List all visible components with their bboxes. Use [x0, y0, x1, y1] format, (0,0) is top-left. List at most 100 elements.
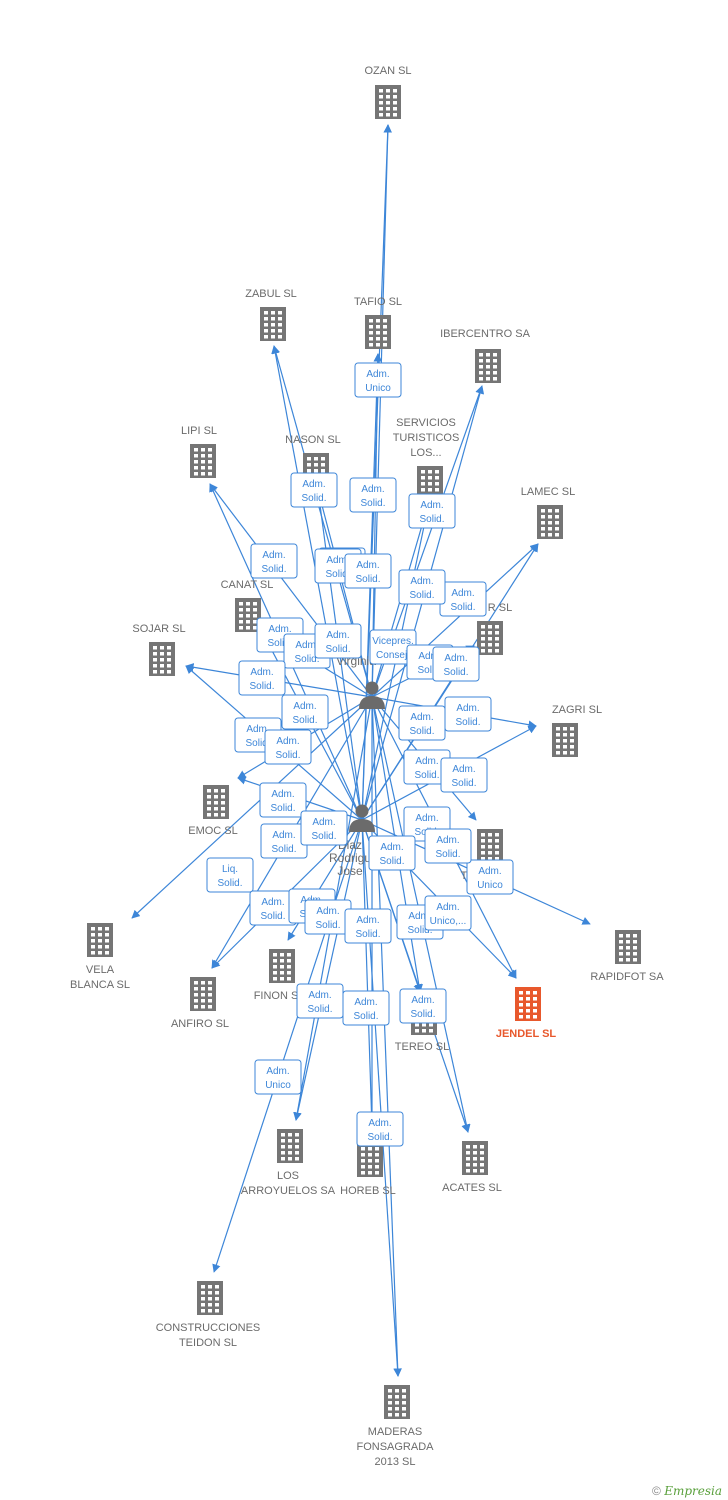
- company-node-tafio[interactable]: TAFIO SL: [354, 296, 402, 349]
- company-label[interactable]: CONSTRUCCIONES: [156, 1322, 261, 1334]
- building-icon[interactable]: [203, 785, 229, 819]
- company-label[interactable]: MADERAS: [368, 1426, 422, 1438]
- building-icon[interactable]: [515, 987, 541, 1021]
- building-icon[interactable]: [149, 642, 175, 676]
- role-badge[interactable]: Adm.Solid.: [259, 782, 307, 818]
- company-label[interactable]: R SL: [488, 602, 512, 614]
- building-icon[interactable]: [462, 1141, 488, 1175]
- building-icon[interactable]: [475, 349, 501, 383]
- company-label[interactable]: ARROYUELOS SA: [241, 1185, 336, 1197]
- company-node-t[interactable]: T: [461, 829, 503, 882]
- company-node-sojar[interactable]: SOJAR SL: [132, 623, 186, 676]
- company-node-lamec[interactable]: LAMEC SL: [521, 486, 575, 539]
- role-badge[interactable]: Adm.Solid.: [250, 543, 298, 579]
- company-node-acates[interactable]: ACATES SL: [442, 1141, 502, 1194]
- company-label[interactable]: VELA: [86, 964, 115, 976]
- building-icon[interactable]: [260, 307, 286, 341]
- building-icon[interactable]: [269, 949, 295, 983]
- company-node-zabul[interactable]: ZABUL SL: [245, 288, 297, 341]
- role-badge[interactable]: Adm.Solid.: [398, 705, 446, 741]
- role-badge[interactable]: Adm.Solid.: [296, 983, 344, 1019]
- company-label[interactable]: FINON S: [254, 990, 299, 1002]
- role-badge[interactable]: Adm.Solid.: [238, 660, 286, 696]
- role-badge[interactable]: Adm.Solid.: [264, 729, 312, 765]
- building-icon[interactable]: [615, 930, 641, 964]
- company-label[interactable]: EMOC SL: [188, 825, 238, 837]
- company-label[interactable]: ZABUL SL: [245, 288, 297, 300]
- company-node-emoc[interactable]: EMOC SL: [188, 785, 238, 837]
- role-badge[interactable]: Adm.Solid.: [290, 472, 338, 508]
- company-label[interactable]: ACATES SL: [442, 1182, 502, 1194]
- role-badge[interactable]: Adm.Solid.: [368, 835, 416, 871]
- company-label[interactable]: ANFIRO SL: [171, 1018, 229, 1030]
- role-badge[interactable]: Liq.Solid.: [206, 857, 254, 893]
- building-icon[interactable]: [365, 315, 391, 349]
- building-icon[interactable]: [477, 621, 503, 655]
- company-label[interactable]: TAFIO SL: [354, 296, 402, 308]
- role-badge[interactable]: Adm.Unico,...: [424, 895, 472, 931]
- company-label[interactable]: SERVICIOS: [396, 417, 456, 429]
- company-label[interactable]: HOREB SL: [340, 1185, 396, 1197]
- company-label[interactable]: TURISTICOS: [393, 432, 460, 444]
- company-node-rapidfot[interactable]: RAPIDFOT SA: [590, 930, 664, 983]
- company-node-rsl[interactable]: R SL: [477, 602, 512, 655]
- building-icon[interactable]: [375, 85, 401, 119]
- company-label[interactable]: ZAGRI SL: [552, 704, 602, 716]
- company-node-los[interactable]: LOS ARROYUELOS SA: [241, 1129, 336, 1197]
- building-icon[interactable]: [197, 1281, 223, 1315]
- role-badge[interactable]: Adm.Solid.: [349, 477, 397, 513]
- person-label[interactable]: Rodrigu: [329, 851, 371, 865]
- building-icon[interactable]: [190, 444, 216, 478]
- company-label[interactable]: BLANCA SL: [70, 979, 130, 991]
- company-label[interactable]: 2013 SL: [375, 1456, 416, 1468]
- company-label[interactable]: LOS...: [410, 447, 441, 459]
- company-label[interactable]: LIPI SL: [181, 425, 217, 437]
- company-label[interactable]: JENDEL SL: [496, 1028, 557, 1040]
- building-icon[interactable]: [357, 1143, 383, 1177]
- role-badge[interactable]: Adm.Solid.: [356, 1111, 404, 1147]
- company-node-ozan[interactable]: OZAN SL: [364, 65, 412, 119]
- role-badge[interactable]: Adm.Unico: [466, 859, 514, 895]
- company-label[interactable]: LAMEC SL: [521, 486, 575, 498]
- person-label[interactable]: Jose: [337, 864, 363, 878]
- company-label[interactable]: IBERCENTRO SA: [440, 328, 531, 340]
- company-label[interactable]: FONSAGRADA: [356, 1441, 434, 1453]
- building-icon[interactable]: [384, 1385, 410, 1419]
- role-badge[interactable]: Adm.Solid.: [260, 823, 308, 859]
- building-icon[interactable]: [552, 723, 578, 757]
- company-label[interactable]: T: [461, 870, 468, 882]
- company-node-maderas[interactable]: MADERAS FONSAGRADA 2013 SL: [356, 1385, 434, 1468]
- company-node-jendel[interactable]: JENDEL SL: [496, 987, 557, 1040]
- company-label[interactable]: SOJAR SL: [132, 623, 185, 635]
- company-node-servicios[interactable]: SERVICIOS TURISTICOS LOS...: [393, 417, 460, 500]
- role-badge[interactable]: Adm.Solid.: [344, 908, 392, 944]
- company-label[interactable]: LOS: [277, 1170, 299, 1182]
- role-badge[interactable]: Adm.Solid.: [440, 757, 488, 793]
- company-node-lipi[interactable]: LIPI SL: [181, 425, 217, 478]
- role-badge[interactable]: Adm.Solid.: [424, 828, 472, 864]
- building-icon[interactable]: [477, 829, 503, 863]
- company-node-vela[interactable]: VELA BLANCA SL: [70, 923, 130, 991]
- company-node-anfiro[interactable]: ANFIRO SL: [171, 977, 229, 1030]
- company-node-finon[interactable]: FINON S: [254, 949, 299, 1002]
- building-icon[interactable]: [277, 1129, 303, 1163]
- role-badge[interactable]: Adm.Solid.: [342, 990, 390, 1026]
- company-label[interactable]: TEREO SL: [395, 1041, 449, 1053]
- role-badge[interactable]: Adm.Solid.: [398, 569, 446, 605]
- role-badge[interactable]: Adm.Solid.: [444, 696, 492, 732]
- role-badge[interactable]: Adm.Solid.: [408, 493, 456, 529]
- role-badge[interactable]: Adm.Unico: [354, 362, 402, 398]
- building-icon[interactable]: [537, 505, 563, 539]
- company-label[interactable]: CANAT SL: [221, 579, 274, 591]
- role-badge[interactable]: Adm.Solid.: [300, 810, 348, 846]
- company-label[interactable]: RAPIDFOT SA: [590, 971, 664, 983]
- company-label[interactable]: OZAN SL: [364, 65, 411, 77]
- company-node-zagri[interactable]: ZAGRI SL: [552, 704, 602, 757]
- role-badge[interactable]: Adm.Solid.: [439, 581, 487, 617]
- role-badge[interactable]: Adm.Unico: [254, 1059, 302, 1095]
- role-badge[interactable]: Adm.Solid.: [314, 623, 362, 659]
- role-badge[interactable]: Adm.Solid.: [399, 988, 447, 1024]
- role-badge[interactable]: Adm.Solid.: [432, 646, 480, 682]
